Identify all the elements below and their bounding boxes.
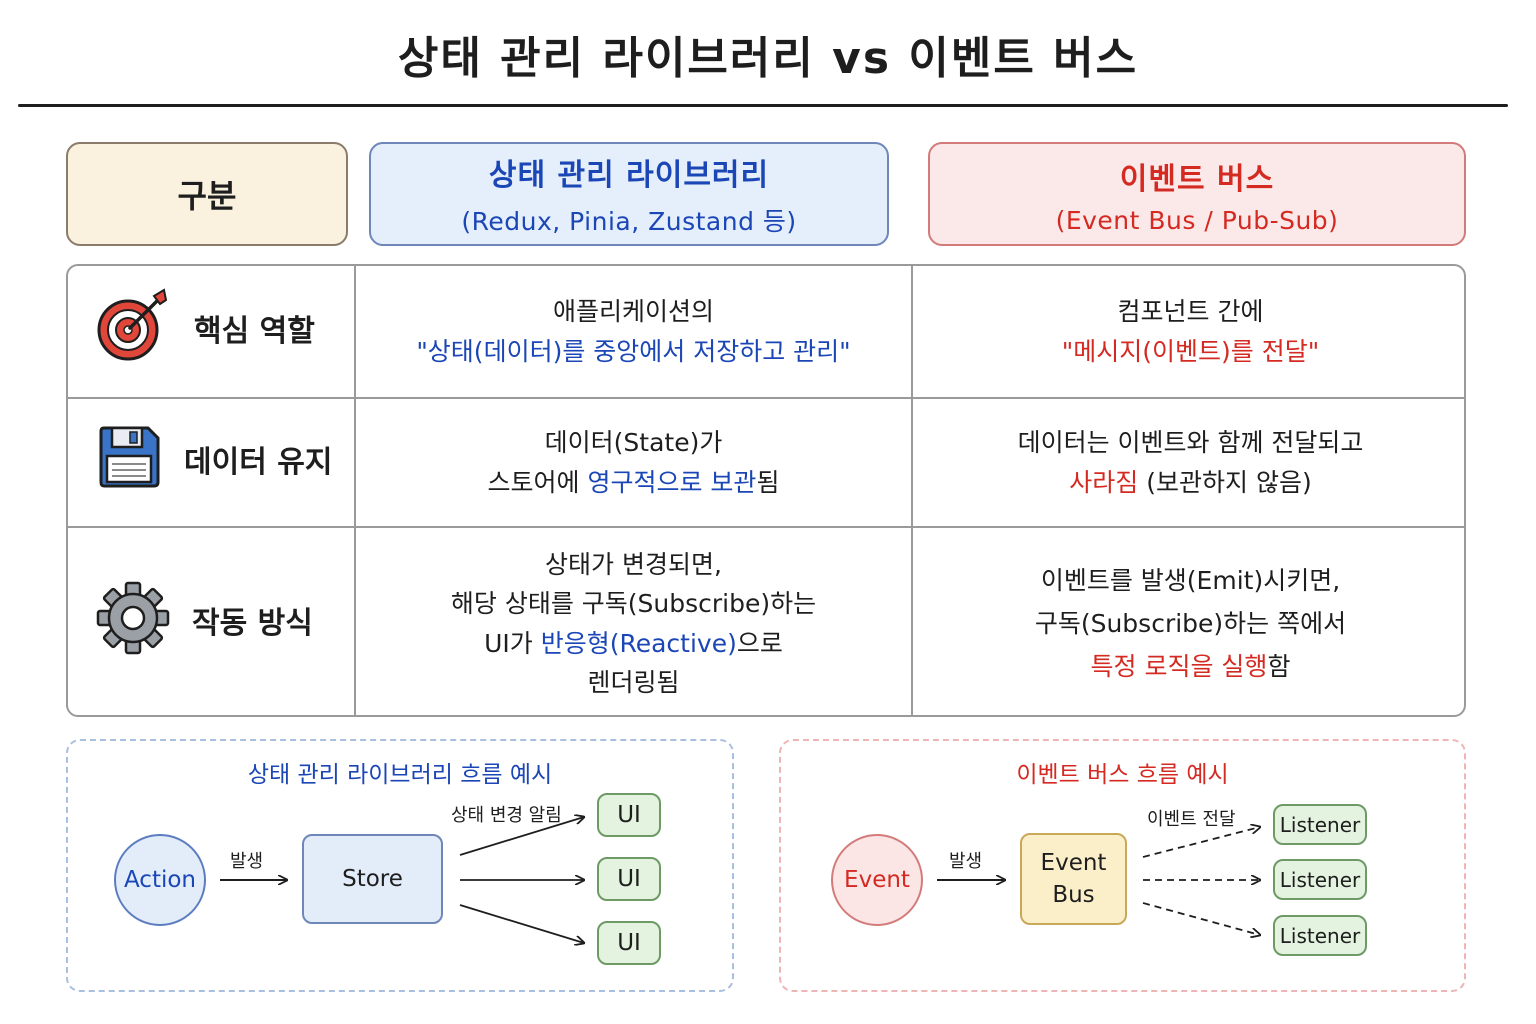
gear-icon (96, 581, 170, 667)
cell-text: 스토어에 (487, 467, 588, 497)
ui-node: UI (597, 921, 661, 965)
cell-text-line: 특정 로직을 실행함 (1091, 645, 1291, 688)
cell-text: 데이터는 이벤트와 함께 전달되고 (1017, 427, 1364, 457)
event-bus-node-label: Event (1040, 849, 1107, 876)
state-flow-arrows (220, 741, 736, 994)
category-header: 구분 (66, 142, 348, 246)
row-label: 핵심 역할 (194, 313, 315, 349)
emit-label: 발생 (230, 851, 264, 872)
arrow (1142, 827, 1260, 858)
cell-text-line: 스토어에 영구적으로 보관됨 (488, 463, 780, 503)
event-bus-title: 이벤트 버스 (1119, 161, 1275, 197)
event-data-persistence-cell: 데이터는 이벤트와 함께 전달되고 사라짐 (보관하지 않음) (913, 399, 1464, 526)
event-flow-panel: 이벤트 버스 흐름 예시 Event 발생 Event Bus 이벤트 전달 L… (779, 739, 1466, 992)
event-flow-arrows (937, 741, 1468, 994)
state-flow-panel: 상태 관리 라이브러리 흐름 예시 Action 발생 Store 상태 변경 … (66, 739, 734, 992)
cell-highlight: 영구적으로 보관 (587, 467, 757, 497)
table-divider (68, 397, 1464, 399)
event-deliver-label: 이벤트 전달 (1147, 809, 1236, 830)
event-core-role-cell: 컴포넌트 간에 "메시지(이벤트)를 전달" (913, 266, 1464, 397)
row-label: 데이터 유지 (184, 444, 333, 480)
state-mechanism-cell: 상태가 변경되면, 해당 상태를 구독(Subscribe)하는 UI가 반응형… (356, 528, 911, 715)
cell-highlight: 반응형(Reactive) (540, 628, 737, 658)
cell-text: (보관하지 않음) (1138, 467, 1312, 497)
event-mechanism-cell: 이벤트를 발생(Emit)시키면, 구독(Subscribe)하는 쪽에서 특정… (913, 528, 1464, 715)
cell-text: 애플리케이션의 (552, 296, 714, 326)
cell-text: 데이터(State)가 (544, 427, 723, 457)
cell-text: 이벤트를 발생(Emit)시키면, (1040, 566, 1341, 595)
comparison-table: 핵심 역할 애플리케이션의 "상태(데이터)를 중앙에서 저장하고 관리" 컴포… (66, 264, 1466, 717)
cell-highlight: 특정 로직을 실행 (1090, 652, 1268, 681)
row-header-core-role: 핵심 역할 (68, 266, 354, 397)
state-core-role-cell: 애플리케이션의 "상태(데이터)를 중앙에서 저장하고 관리" (356, 266, 911, 397)
state-change-notify-label: 상태 변경 알림 (451, 805, 562, 826)
target-icon (96, 287, 172, 376)
listener-node: Listener (1273, 915, 1367, 956)
cell-text-line: 사라짐 (보관하지 않음) (1069, 463, 1311, 503)
cell-text: 렌더링됨 (587, 668, 680, 697)
cell-highlight: "상태(데이터)를 중앙에서 저장하고 관리" (416, 336, 851, 366)
cell-highlight: 사라짐 (1069, 467, 1139, 497)
table-divider (354, 266, 356, 715)
arrow (459, 817, 584, 856)
cell-text: UI가 (484, 628, 541, 658)
listener-node: Listener (1273, 859, 1367, 900)
cell-text: 구독(Subscribe)하는 쪽에서 (1034, 609, 1347, 638)
state-library-header: 상태 관리 라이브러리 (Redux, Pinia, Zustand 등) (369, 142, 889, 246)
arrow (1142, 902, 1260, 935)
cell-highlight: "메시지(이벤트)를 전달" (1061, 336, 1320, 366)
event-bus-node: Event Bus (1020, 833, 1127, 925)
state-flow-title: 상태 관리 라이브러리 흐름 예시 (247, 762, 553, 788)
cell-text: 함 (1267, 652, 1291, 681)
cell-text-line: UI가 반응형(Reactive)으로 (484, 624, 783, 664)
state-library-subtitle: (Redux, Pinia, Zustand 등) (461, 207, 797, 236)
action-node: Action (114, 834, 206, 926)
row-header-mechanism: 작동 방식 (68, 528, 354, 715)
state-library-title: 상태 관리 라이브러리 (488, 158, 770, 193)
event-bus-header: 이벤트 버스 (Event Bus / Pub-Sub) (928, 142, 1466, 246)
state-data-persistence-cell: 데이터(State)가 스토어에 영구적으로 보관됨 (356, 399, 911, 526)
row-header-data-persistence: 데이터 유지 (68, 399, 354, 526)
title-divider (18, 104, 1508, 107)
cell-text: 컴포넌트 간에 (1117, 296, 1264, 326)
category-header-label: 구분 (177, 177, 237, 215)
cell-text: 으로 (736, 628, 783, 658)
ui-node: UI (597, 793, 661, 837)
floppy-disk-icon (96, 424, 162, 502)
ui-node: UI (597, 857, 661, 901)
cell-text: 해당 상태를 구독(Subscribe)하는 (450, 589, 817, 618)
event-bus-subtitle: (Event Bus / Pub-Sub) (1055, 205, 1339, 235)
page-title: 상태 관리 라이브러리 vs 이벤트 버스 (397, 33, 1139, 84)
cell-text: 상태가 변경되면, (545, 549, 722, 579)
table-divider (911, 266, 913, 715)
listener-node: Listener (1273, 804, 1367, 845)
arrow (459, 904, 584, 943)
event-bus-node-label: Bus (1052, 882, 1095, 908)
event-flow-title: 이벤트 버스 흐름 예시 (1016, 762, 1229, 788)
cell-text: 됨 (756, 467, 780, 497)
row-label: 작동 방식 (192, 605, 313, 641)
event-node: Event (831, 834, 923, 926)
store-node: Store (302, 834, 443, 924)
table-divider (68, 526, 1464, 528)
emit-label: 발생 (949, 851, 983, 872)
